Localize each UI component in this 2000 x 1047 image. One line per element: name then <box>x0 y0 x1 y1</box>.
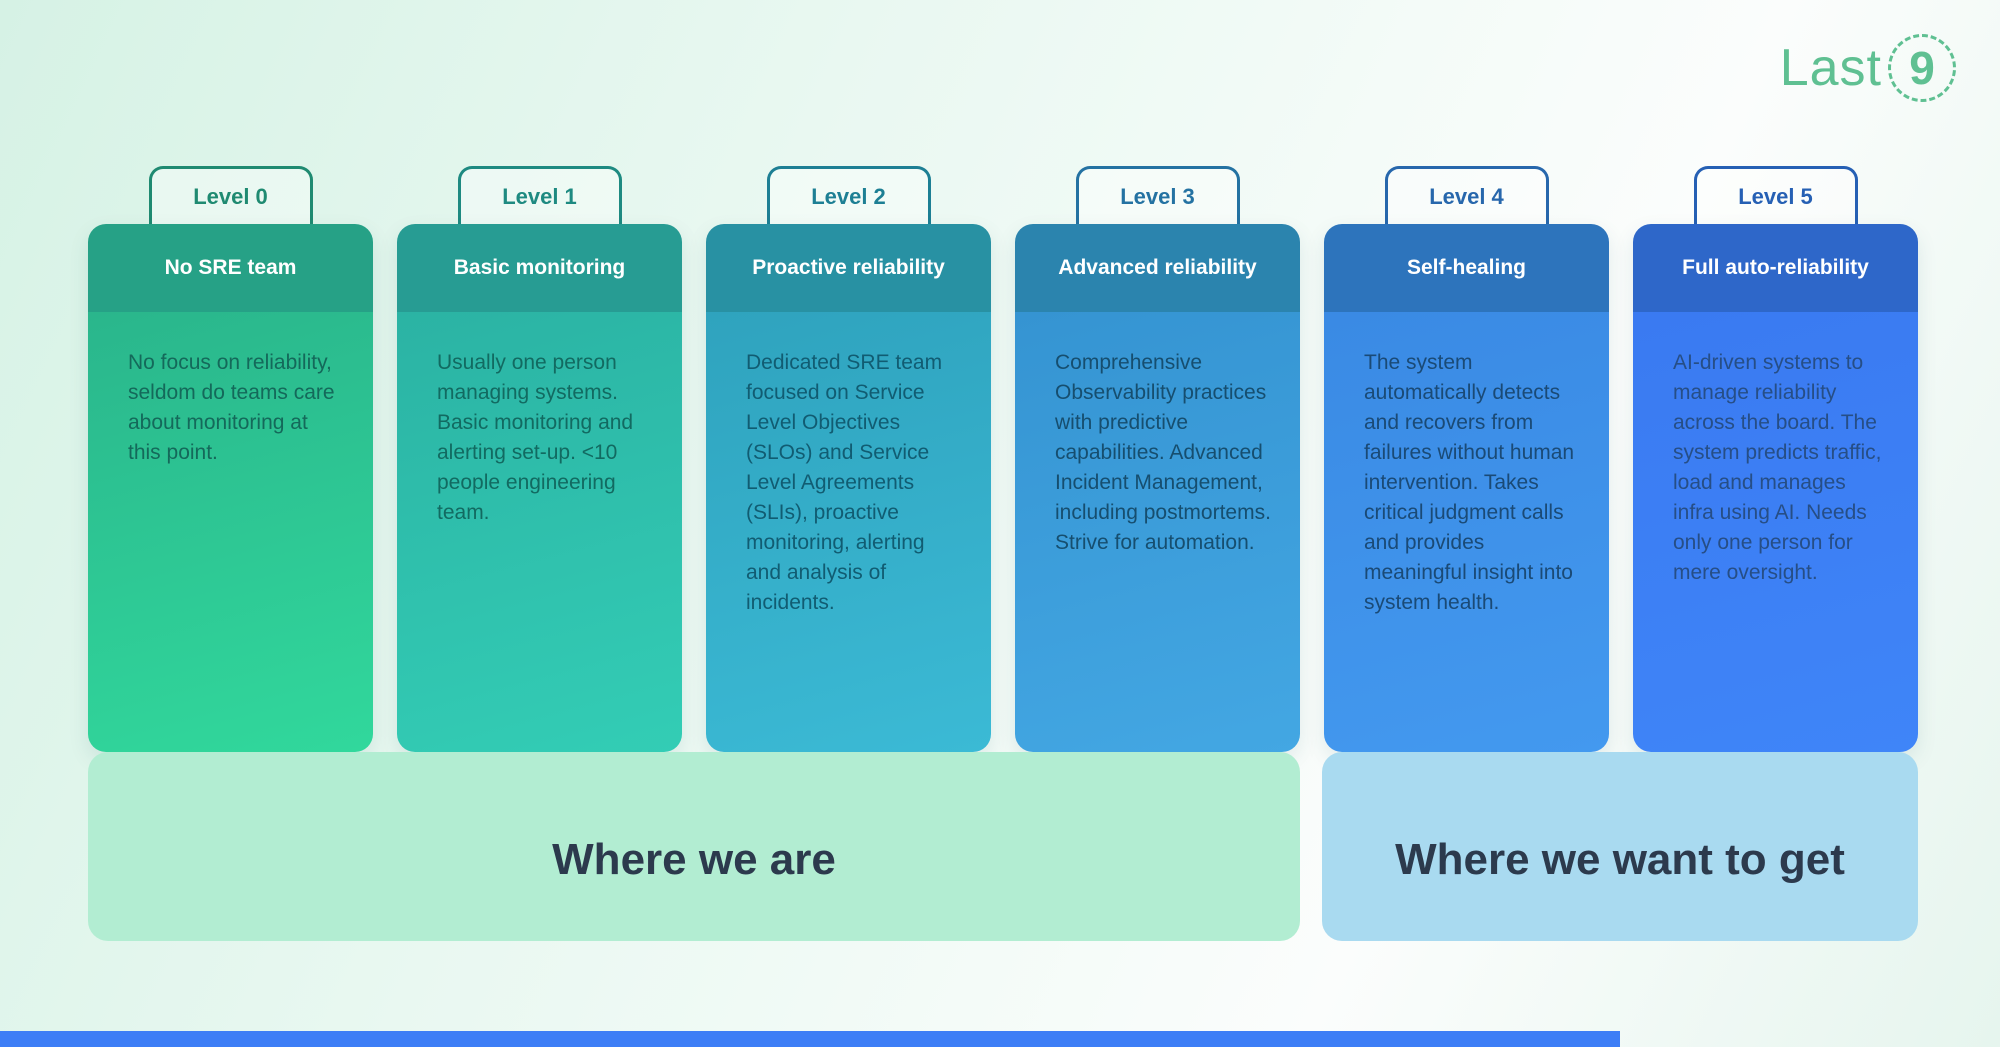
level-column-1: Level 1 Basic monitoring Usually one per… <box>397 166 682 752</box>
level-card-0: No SRE team No focus on reliability, sel… <box>88 224 373 752</box>
card-body: Comprehensive Observability practices wi… <box>1015 312 1300 752</box>
level-tab-1: Level 1 <box>457 166 622 224</box>
card-title: No SRE team <box>164 256 297 279</box>
last9-logo: Last 9 <box>1780 34 1956 102</box>
level-tab-4: Level 4 <box>1384 166 1549 224</box>
card-description: AI-driven systems to manage reliability … <box>1673 351 1882 584</box>
level-column-4: Level 4 Self-healing The system automati… <box>1324 166 1609 752</box>
where-we-want-label: Where we want to get <box>1395 834 1845 884</box>
where-we-want-panel: Where we want to get <box>1322 752 1918 941</box>
level-card-4: Self-healing The system automatically de… <box>1324 224 1609 752</box>
level-tab-3: Level 3 <box>1075 166 1240 224</box>
level-column-2: Level 2 Proactive reliability Dedicated … <box>706 166 991 752</box>
card-description: No focus on reliability, seldom do teams… <box>128 351 335 464</box>
level-card-1: Basic monitoring Usually one person mana… <box>397 224 682 752</box>
level-tab-label: Level 0 <box>193 183 268 209</box>
card-header: Proactive reliability <box>706 224 991 312</box>
card-header: Basic monitoring <box>397 224 682 312</box>
level-column-3: Level 3 Advanced reliability Comprehensi… <box>1015 166 1300 752</box>
card-body: No focus on reliability, seldom do teams… <box>88 312 373 752</box>
card-body: AI-driven systems to manage reliability … <box>1633 312 1918 752</box>
level-tab-2: Level 2 <box>766 166 931 224</box>
where-we-are-label: Where we are <box>552 834 836 884</box>
card-header: Full auto-reliability <box>1633 224 1918 312</box>
level-card-2: Proactive reliability Dedicated SRE team… <box>706 224 991 752</box>
level-tab-label: Level 2 <box>811 183 886 209</box>
level-tab-5: Level 5 <box>1693 166 1858 224</box>
logo-dashed-circle-icon: 9 <box>1888 34 1956 102</box>
card-body: Usually one person managing systems. Bas… <box>397 312 682 752</box>
maturity-levels-row: Level 0 No SRE team No focus on reliabil… <box>88 166 1918 752</box>
card-title: Basic monitoring <box>453 256 626 279</box>
card-description: Usually one person managing systems. Bas… <box>437 351 634 524</box>
level-column-5: Level 5 Full auto-reliability AI-driven … <box>1633 166 1918 752</box>
card-description: The system automatically detects and rec… <box>1364 351 1575 614</box>
card-header: Advanced reliability <box>1015 224 1300 312</box>
card-title: Self-healing <box>1406 256 1527 279</box>
card-header: Self-healing <box>1324 224 1609 312</box>
logo-digit: 9 <box>1909 42 1935 94</box>
where-we-are-panel: Where we are <box>88 752 1300 941</box>
card-title: Full auto-reliability <box>1682 256 1869 279</box>
level-tab-label: Level 1 <box>502 183 577 209</box>
card-description: Comprehensive Observability practices wi… <box>1055 351 1271 554</box>
card-description: Dedicated SRE team focused on Service Le… <box>746 351 943 614</box>
level-tab-0: Level 0 <box>148 166 313 224</box>
card-header: No SRE team <box>88 224 373 312</box>
logo-word: Last <box>1779 39 1882 97</box>
card-body: Dedicated SRE team focused on Service Le… <box>706 312 991 752</box>
card-title: Advanced reliability <box>1058 256 1257 279</box>
level-tab-label: Level 5 <box>1738 183 1813 209</box>
level-tab-label: Level 3 <box>1120 183 1195 209</box>
level-column-0: Level 0 No SRE team No focus on reliabil… <box>88 166 373 752</box>
level-tab-label: Level 4 <box>1429 183 1504 209</box>
bottom-progress-bar <box>0 1031 1620 1047</box>
level-card-3: Advanced reliability Comprehensive Obser… <box>1015 224 1300 752</box>
level-card-5: Full auto-reliability AI-driven systems … <box>1633 224 1918 752</box>
card-title: Proactive reliability <box>752 256 945 279</box>
card-body: The system automatically detects and rec… <box>1324 312 1609 752</box>
